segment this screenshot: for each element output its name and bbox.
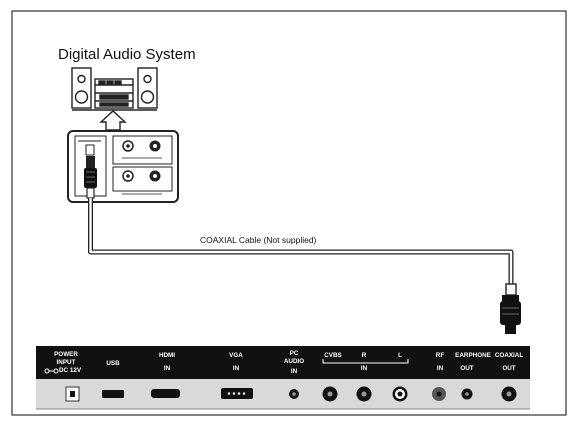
audio-system-rear-panel [67, 130, 179, 203]
audio-l-jack [392, 386, 408, 402]
device-title: Digital Audio System [58, 46, 196, 63]
label-rf: RF [436, 352, 445, 359]
coaxial-out-jack [501, 386, 517, 402]
label-vga-in: IN [233, 365, 240, 372]
power-jack [65, 386, 80, 402]
hdmi-port [151, 389, 180, 398]
label-power-input: INPUT [57, 359, 76, 366]
label-usb: USB [106, 360, 120, 367]
label-cvbs: CVBS [324, 352, 342, 359]
audio-r-jack [356, 386, 372, 402]
vga-port [221, 388, 253, 399]
label-hdmi-in: IN [164, 365, 171, 372]
label-power-dc: DC 12V [59, 367, 82, 374]
label-power: POWER [54, 351, 78, 358]
cvbs-jack [322, 386, 338, 402]
label-hdmi: HDMI [159, 352, 175, 359]
label-rf-in: IN [437, 365, 444, 372]
up-arrow-icon [99, 110, 127, 131]
rf-in-jack [432, 387, 446, 401]
label-earphone: EARPHONE [455, 352, 491, 359]
label-pc-audio: AUDIO [284, 358, 304, 365]
rca-jack-icon [289, 389, 299, 399]
label-r: R [362, 352, 367, 359]
label-earphone-out: OUT [460, 365, 473, 372]
label-av-in: IN [361, 365, 368, 372]
label-coaxial: COAXIAL [495, 352, 523, 359]
label-vga: VGA [229, 352, 243, 359]
coaxial-plug-icon [500, 283, 521, 334]
av-in-bracket [322, 359, 409, 364]
label-pc-audio-in: IN [291, 368, 298, 375]
label-pc: PC [290, 350, 299, 357]
tv-panel-label-strip [36, 346, 530, 379]
label-l: L [398, 352, 402, 359]
cable-label: COAXIAL Cable (Not supplied) [200, 235, 317, 245]
label-coaxial-out: OUT [502, 365, 515, 372]
usb-port [102, 390, 124, 398]
stereo-system-icon [71, 67, 158, 111]
dc-polarity-icon [44, 368, 59, 374]
coaxial-plug-icon [84, 156, 97, 199]
earphone-jack [461, 388, 473, 400]
